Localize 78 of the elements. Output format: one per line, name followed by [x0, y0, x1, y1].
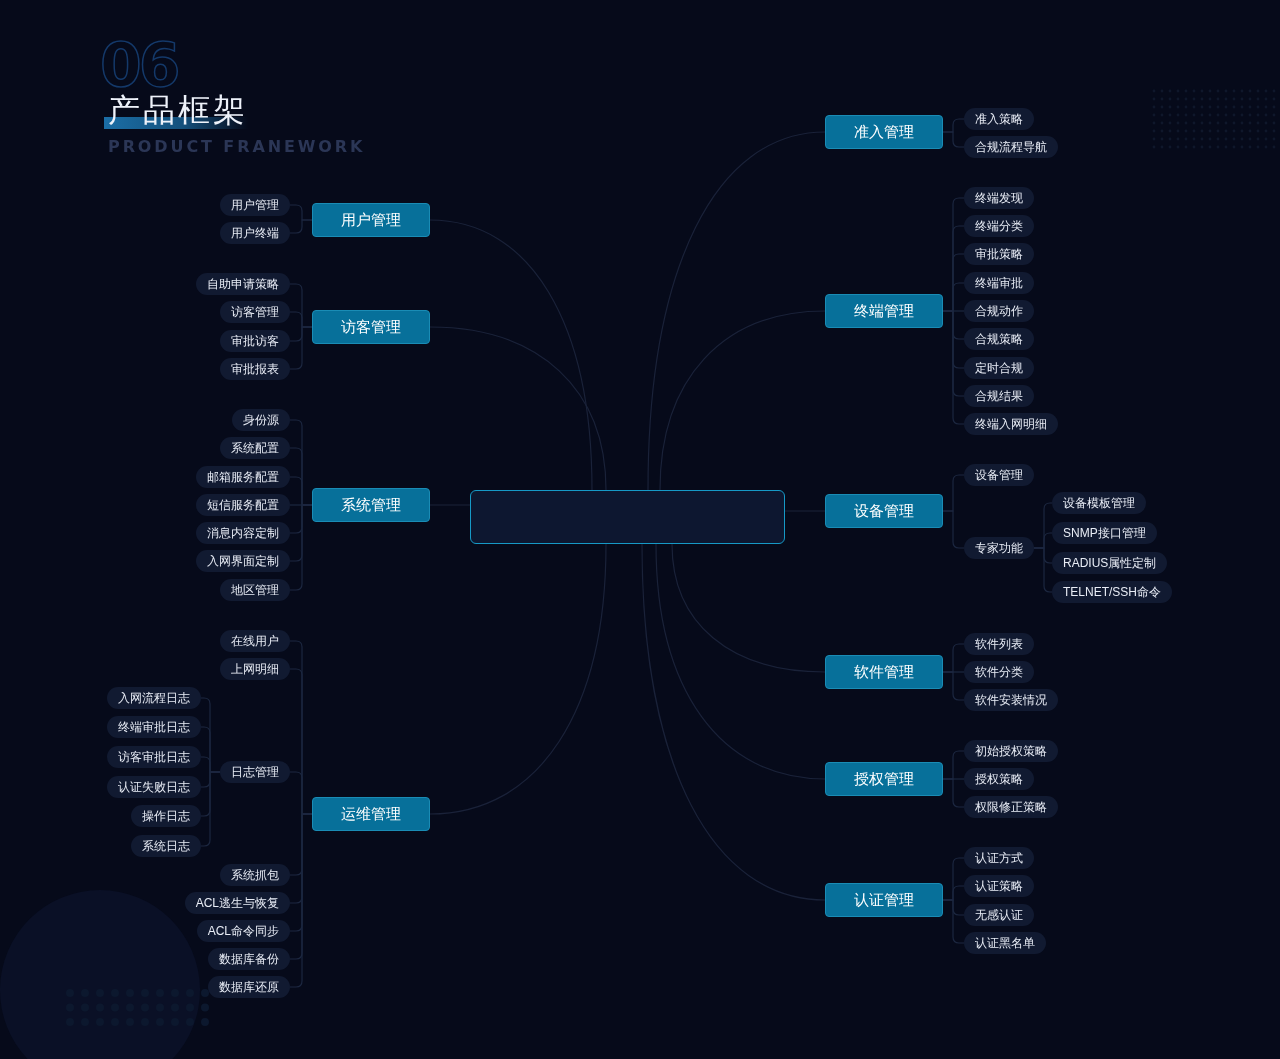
feature-tag: 定时合规 [964, 357, 1034, 379]
feature-tag: 认证方式 [964, 847, 1034, 869]
connector-line [647, 131, 826, 491]
feature-tag: 合规流程导航 [964, 136, 1058, 158]
feature-tag: 数据库备份 [208, 948, 290, 970]
feature-tag: 软件分类 [964, 661, 1034, 683]
feature-tag: 设备管理 [964, 464, 1034, 486]
connector-line [641, 543, 826, 901]
feature-tag: 审批策略 [964, 243, 1034, 265]
category-box: 软件管理 [825, 655, 943, 689]
feature-tag: 合规结果 [964, 385, 1034, 407]
outlined-number: 06 [100, 42, 178, 88]
feature-tag: SNMP接口管理 [1052, 522, 1157, 544]
feature-tag: 初始授权策略 [964, 740, 1058, 762]
category-box: 用户管理 [312, 203, 430, 237]
feature-tag: 访客审批日志 [107, 746, 201, 768]
feature-tag: 系统抓包 [220, 864, 290, 886]
feature-tag: 软件列表 [964, 633, 1034, 655]
feature-tag: 审批访客 [220, 330, 290, 352]
category-box: 授权管理 [825, 762, 943, 796]
feature-tag: 自助申请策略 [196, 273, 290, 295]
feature-tag: 专家功能 [964, 537, 1034, 559]
feature-tag: 用户终端 [220, 222, 290, 244]
feature-tag: 消息内容定制 [196, 522, 290, 544]
connector-line [289, 219, 313, 234]
feature-tag: 准入策略 [964, 108, 1034, 130]
feature-tag: 日志管理 [220, 761, 290, 783]
feature-tag: 系统配置 [220, 437, 290, 459]
connector-line [429, 326, 607, 491]
feature-tag: 终端审批 [964, 272, 1034, 294]
feature-tag: 数据库还原 [208, 976, 290, 998]
category-box: 准入管理 [825, 115, 943, 149]
feature-tag: 入网流程日志 [107, 687, 201, 709]
feature-tag: 审批报表 [220, 358, 290, 380]
feature-tag: 上网明细 [220, 658, 290, 680]
feature-tag: TELNET/SSH命令 [1052, 581, 1172, 603]
feature-tag: 操作日志 [131, 805, 201, 827]
feature-tag: 短信服务配置 [196, 494, 290, 516]
connector-line [942, 131, 965, 148]
feature-tag: 身份源 [232, 409, 290, 431]
feature-tag: 终端分类 [964, 215, 1034, 237]
connector-line [671, 543, 826, 673]
feature-tag: 终端入网明细 [964, 413, 1058, 435]
feature-tag: 访客管理 [220, 301, 290, 323]
connector-line [429, 543, 607, 815]
feature-tag: 设备模板管理 [1052, 492, 1146, 514]
feature-tag: 认证失败日志 [107, 776, 201, 798]
feature-tag: 认证黑名单 [964, 932, 1046, 954]
feature-tag: 用户管理 [220, 194, 290, 216]
feature-tag: ACL逃生与恢复 [184, 892, 290, 914]
feature-tag: 终端发现 [964, 187, 1034, 209]
feature-tag: 无感认证 [964, 904, 1034, 926]
feature-tag: 地区管理 [220, 579, 290, 601]
subtitle: PRODUCT FRANEWORK [108, 137, 366, 157]
feature-tag: 终端审批日志 [107, 716, 201, 738]
feature-tag: 在线用户 [220, 630, 290, 652]
feature-tag: 合规动作 [964, 300, 1034, 322]
feature-tag: 系统日志 [131, 835, 201, 857]
feature-tag: 权限修正策略 [964, 796, 1058, 818]
category-box: 设备管理 [825, 494, 943, 528]
connector-line [659, 310, 826, 491]
feature-tag: 邮箱服务配置 [196, 466, 290, 488]
feature-tag: 认证策略 [964, 875, 1034, 897]
feature-tag: 软件安装情况 [964, 689, 1058, 711]
connector-line [429, 219, 593, 491]
feature-tag: 合规策略 [964, 328, 1034, 350]
feature-tag: RADIUS属性定制 [1052, 552, 1168, 574]
category-box: 认证管理 [825, 883, 943, 917]
feature-tag: ACL命令同步 [196, 920, 290, 942]
feature-tag: 入网界面定制 [196, 550, 290, 572]
center-box [470, 490, 785, 544]
category-box: 终端管理 [825, 294, 943, 328]
connector-line [655, 543, 826, 780]
category-box: 访客管理 [312, 310, 430, 344]
category-box: 运维管理 [312, 797, 430, 831]
category-box: 系统管理 [312, 488, 430, 522]
connector-line [942, 510, 965, 549]
feature-tag: 授权策略 [964, 768, 1034, 790]
